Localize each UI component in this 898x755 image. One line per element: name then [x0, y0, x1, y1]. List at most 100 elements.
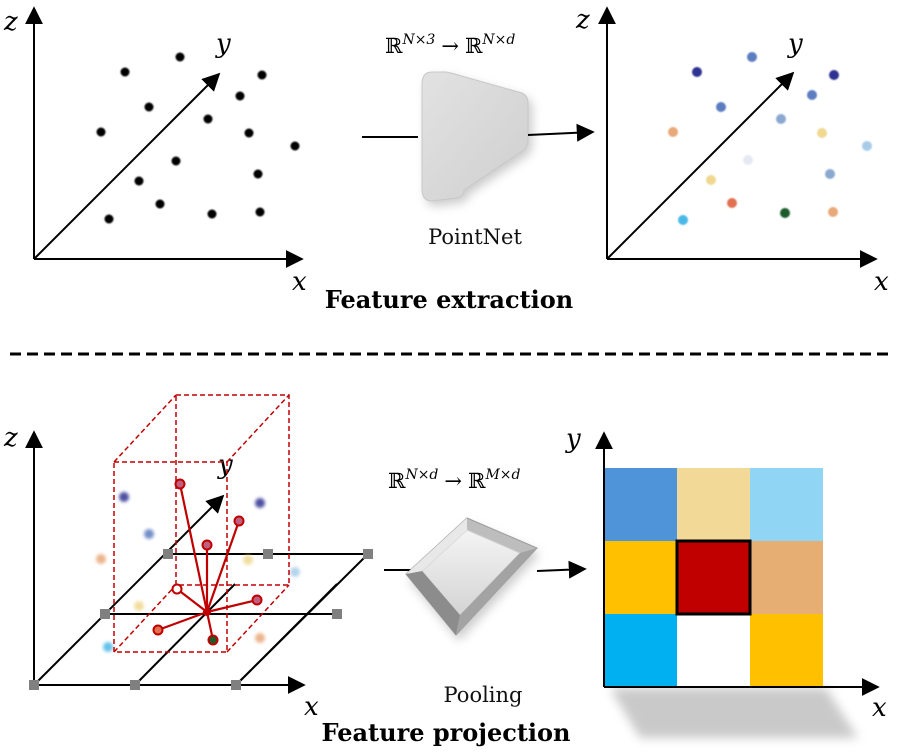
input-point	[257, 70, 267, 80]
feature-projection-title: Feature projection	[321, 718, 570, 747]
feature-point	[134, 601, 144, 611]
feature-projection-panel: z y x ℝN×d→ℝM×d	[3, 394, 887, 747]
projected-point	[233, 515, 245, 527]
grid-node	[163, 549, 173, 559]
projected-points	[152, 478, 263, 646]
feature-point	[119, 492, 129, 502]
input-point	[104, 214, 114, 224]
grid-node	[29, 680, 39, 690]
grid-node	[363, 549, 373, 559]
pointnet-label: PointNet	[428, 225, 522, 249]
y-axis-label: y	[217, 450, 233, 480]
projected-point	[201, 539, 213, 551]
feature-point	[668, 127, 678, 137]
input-point-cloud	[96, 52, 300, 224]
input-point	[175, 52, 185, 62]
input-axes: z y x	[3, 6, 307, 297]
bev-cell	[604, 541, 677, 614]
x-axis-label: x	[874, 267, 889, 297]
y-axis-label: y	[215, 29, 231, 59]
projection-mapping: ℝN×d→ℝM×d	[388, 467, 521, 493]
input-point	[203, 114, 213, 124]
feature-point	[829, 70, 839, 80]
projected-point	[152, 624, 164, 636]
bev-cell	[750, 468, 823, 541]
projection-line	[157, 610, 208, 632]
feature-point	[255, 633, 265, 643]
input-point	[244, 128, 254, 138]
z-axis-label: z	[3, 7, 18, 37]
feature-point	[716, 102, 726, 112]
feature-point	[96, 554, 106, 564]
feature-point	[807, 90, 817, 100]
x-axis-label: x	[292, 267, 307, 297]
y-axis-label: y	[787, 29, 803, 59]
bev-cell	[677, 614, 750, 687]
input-point	[171, 156, 181, 166]
feature-point	[817, 128, 827, 138]
bev-cell	[750, 541, 823, 614]
input-point	[290, 141, 300, 151]
pointnet-block: PointNet	[362, 71, 595, 249]
projected-point	[251, 594, 263, 606]
feature-extraction-title: Feature extraction	[325, 285, 573, 314]
x-axis-label: x	[304, 692, 319, 722]
bev-cell	[750, 614, 823, 687]
z-axis-label: z	[3, 423, 18, 453]
feature-point	[692, 67, 702, 77]
input-point	[155, 199, 165, 209]
z-axis-label: z	[575, 5, 590, 35]
bev-cell	[604, 614, 677, 687]
projected-point	[174, 478, 186, 490]
bev-feature-map: y x	[565, 424, 887, 738]
bev-cell	[677, 468, 750, 541]
feature-axes: z y x	[575, 5, 889, 297]
grid-node	[332, 609, 342, 619]
grid-node	[263, 549, 273, 559]
feature-point	[743, 155, 753, 165]
projection-line	[205, 520, 241, 613]
grid-node	[100, 609, 110, 619]
y-axis-label: y	[565, 424, 581, 454]
feature-point	[862, 141, 872, 151]
feature-point	[678, 215, 688, 225]
feature-point	[243, 555, 253, 565]
projection-line	[176, 588, 208, 613]
feature-point	[727, 198, 737, 208]
grid-node	[231, 680, 241, 690]
feature-point	[747, 52, 757, 62]
feature-point	[290, 567, 300, 577]
feature-point	[144, 529, 154, 539]
pooling-label: Pooling	[444, 683, 523, 707]
projection-line	[178, 483, 209, 613]
feature-point	[776, 114, 786, 124]
extraction-mapping: ℝN×3→ℝN×d	[385, 32, 515, 58]
grid-node	[130, 680, 140, 690]
input-point	[207, 209, 217, 219]
input-point	[96, 127, 106, 137]
x-axis-label: x	[872, 693, 887, 723]
input-point	[120, 67, 130, 77]
feature-point	[828, 207, 838, 217]
bev-cell	[677, 541, 750, 614]
grid-nodes	[29, 549, 373, 690]
feature-point-cloud	[96, 492, 300, 652]
bev-cell	[604, 468, 677, 541]
feature-point	[255, 498, 265, 508]
highlighted-cell	[675, 539, 752, 616]
input-point	[235, 91, 245, 101]
input-point	[144, 102, 154, 112]
input-point	[253, 169, 263, 179]
projection-axes: z y x	[3, 423, 319, 722]
projection-line	[206, 598, 258, 614]
projected-point	[171, 583, 183, 595]
input-point	[134, 176, 144, 186]
feature-point	[103, 642, 113, 652]
input-point	[255, 207, 265, 217]
pooling-block: Pooling	[384, 517, 587, 707]
feature-point	[780, 208, 790, 218]
projection-lines	[157, 483, 258, 641]
feature-point	[825, 169, 835, 179]
pillar-center	[203, 608, 211, 616]
